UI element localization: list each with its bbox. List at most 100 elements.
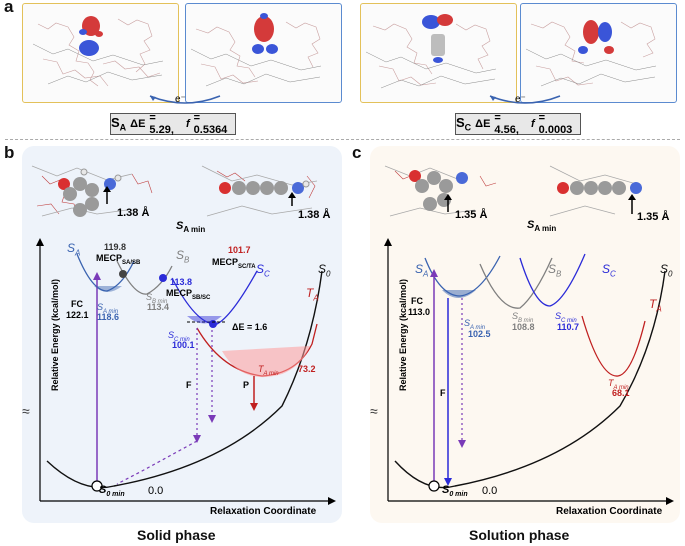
panel-b-diagram: ≈ — [22, 165, 336, 505]
ta-curve-c — [581, 315, 646, 377]
state-symbol: S — [456, 115, 465, 131]
f-value: = 0.0003 — [538, 112, 573, 136]
energy-box-sc: SC ΔE= 4.56, f= 0.0003 — [455, 112, 581, 136]
sb-curve-c — [479, 257, 553, 309]
f-value: = 0.5364 — [193, 112, 228, 136]
delta-e-label-b: ΔE = 1.6 — [232, 322, 268, 332]
state-sub: C — [464, 122, 472, 133]
molecule-left-c — [409, 170, 468, 211]
mecp1-value: 119.8 — [104, 242, 127, 252]
f-label: f — [530, 118, 535, 130]
electron-transfer-arrow-right — [489, 95, 561, 104]
molecule-orbital-image — [365, 14, 497, 89]
sb-min-label-c: SB min — [512, 311, 534, 324]
mecp3-label: MECPSC/TA — [212, 257, 256, 270]
mecp2-label: MECPSB/SC — [166, 288, 211, 301]
phase-label-b: Solid phase — [137, 527, 216, 543]
delta-e-label: ΔE — [475, 118, 491, 130]
fc-label-b: FC — [71, 299, 83, 309]
section-divider — [5, 139, 680, 140]
sb-min-label-b: SB min — [146, 292, 168, 305]
molecule-right-c — [557, 181, 642, 195]
s0-curve — [46, 270, 323, 489]
delta-e-label: ΔE — [130, 118, 146, 130]
sc-min-value-c: 110.7 — [557, 322, 580, 332]
panel-c-background — [370, 146, 680, 523]
struct-label-c: SA min — [527, 219, 557, 234]
axis-break-marker: ≈ — [22, 403, 30, 419]
s0-min-label-c: S0 min — [442, 484, 468, 499]
y-axis-label-b: Relative Energy (kcal/mol) — [50, 278, 60, 392]
energy-box-sa: SA ΔE= 5.29, f= 0.5364 — [110, 112, 236, 136]
orbital-box-1 — [22, 3, 179, 103]
struct-label-sub: A min — [183, 225, 206, 235]
ta-min-label-c: TA min — [608, 378, 629, 391]
f-label-b: F — [186, 380, 192, 390]
s0-min-value-c: 0.0 — [482, 485, 498, 497]
electron-label-right: e⁻ — [515, 94, 526, 105]
electron-transfer-arrow-left — [149, 95, 221, 104]
panel-c-diagram: ≈ — [370, 165, 674, 505]
ta-min-value-c: 68.1 — [612, 388, 630, 398]
ta-min-label-b: TA min — [258, 364, 279, 377]
state-symbol: S — [111, 115, 120, 131]
sa-min-value-b: 118.6 — [97, 312, 120, 322]
x-axis-label-c: Relaxation Coordinate — [556, 506, 663, 517]
curve-label-sc-c: SC — [602, 262, 616, 279]
molecule-left — [58, 168, 122, 217]
bond-length-right: 1.38 Å — [298, 209, 331, 221]
x-axis-label-b: Relaxation Coordinate — [210, 506, 317, 517]
molecule-orbital-image — [32, 16, 164, 87]
sc-curve-c — [519, 253, 586, 307]
orbital-box-4 — [520, 3, 677, 103]
molecule-right — [219, 180, 310, 195]
f-label: f — [185, 118, 190, 130]
mecp2-value: 113.8 — [170, 277, 193, 287]
f-label-c: F — [440, 388, 446, 398]
state-sub: A — [119, 122, 127, 133]
mecp3-value: 101.7 — [228, 245, 251, 255]
panel-a-letter: a — [4, 0, 14, 16]
curve-label-sb-c: SB — [548, 262, 562, 279]
fc-value-c: 113.0 — [408, 307, 431, 317]
struct-label-s: S — [176, 220, 184, 232]
p-label-b: P — [243, 380, 250, 390]
curve-label-s0: S0 — [318, 262, 331, 279]
panel-b-letter: b — [4, 143, 15, 162]
s0-min-value-b: 0.0 — [148, 485, 164, 497]
sc-min-value-b: 100.1 — [172, 340, 195, 350]
fc-value-b: 122.1 — [66, 310, 89, 320]
molecule-orbital-image — [190, 13, 322, 87]
sa-min-label-b: SA min — [97, 302, 119, 315]
molecule-orbital-image — [525, 20, 657, 87]
delta-e-value: = 4.56, — [494, 112, 519, 136]
sc-min-label-c: SC min — [555, 311, 577, 324]
curve-label-sa-c: SA — [415, 262, 429, 279]
curve-label-sc: SC — [256, 262, 270, 279]
axis-break-marker-c: ≈ — [370, 403, 378, 419]
sa-min-value-c: 102.5 — [468, 329, 491, 339]
bond-length-right-c: 1.35 Å — [637, 211, 670, 223]
curve-label-ta-c: TA — [649, 297, 662, 314]
panel-c-letter: c — [352, 143, 362, 162]
sb-min-value-c: 108.8 — [512, 322, 535, 332]
sb-min-value-b: 113.4 — [147, 302, 170, 312]
sc-min-label-b: SC min — [168, 330, 190, 343]
curve-label-sb: SB — [176, 248, 190, 265]
mecp1-label: MECPSA/SB — [96, 253, 141, 266]
bond-length-left-c: 1.35 Å — [455, 209, 488, 221]
struct-label: SA min — [176, 220, 205, 234]
curve-label-s0-c: S0 — [660, 262, 673, 279]
ta-min-value-b: 73.2 — [298, 364, 316, 374]
phase-label-c: Solution phase — [469, 527, 570, 543]
s0-min-label-b: S0 min — [99, 484, 125, 499]
curve-label-ta: TA — [306, 286, 319, 303]
bond-length-left: 1.38 Å — [117, 207, 150, 219]
curve-label-sa: SA — [67, 241, 81, 258]
orbital-box-2 — [185, 3, 342, 103]
y-axis-label-c: Relative Energy (kcal/mol) — [398, 278, 408, 392]
electron-label-left: e⁻ — [175, 94, 186, 105]
delta-e-value: = 5.29, — [149, 112, 174, 136]
fc-label-c: FC — [411, 296, 423, 306]
sa-min-label-c: SA min — [464, 318, 486, 331]
